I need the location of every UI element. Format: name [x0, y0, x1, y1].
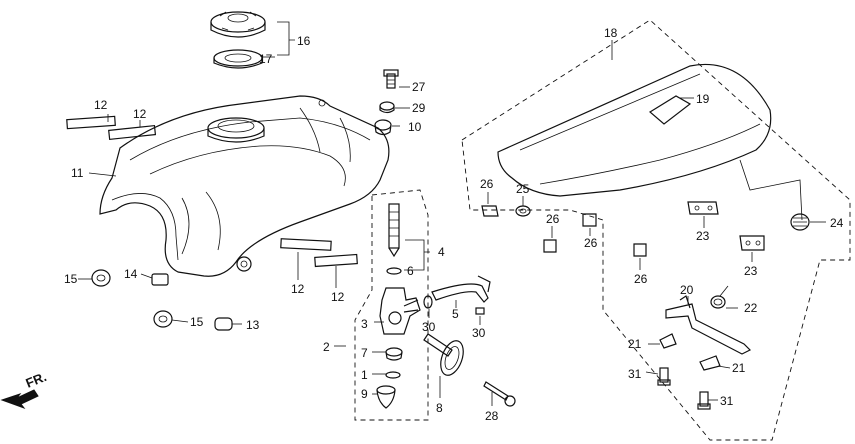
- callout-leader: [140, 273, 153, 279]
- seat-clip: [659, 333, 677, 349]
- tank-collar: [379, 101, 395, 114]
- catch-spring: [710, 285, 729, 309]
- seat-cushion: [790, 213, 810, 231]
- callout-12: 12: [291, 282, 305, 296]
- callout-12: 12: [94, 98, 108, 112]
- callout-4: 4: [438, 245, 445, 259]
- callout-1: 1: [361, 368, 368, 382]
- callout-29: 29: [412, 101, 426, 115]
- valve-knob: [423, 333, 464, 376]
- seat-bolt: [657, 367, 671, 386]
- callout-26: 26: [584, 236, 598, 250]
- bolt-28: [483, 381, 516, 407]
- callout-31: 31: [720, 394, 734, 408]
- callout-3: 3: [361, 317, 368, 331]
- tank-mark-strip: [314, 253, 358, 268]
- seat-hook: [739, 235, 765, 251]
- rubber-pad: [151, 273, 169, 286]
- valve-o-ring: [385, 347, 403, 361]
- seat-clip: [699, 355, 721, 371]
- callout-23: 23: [744, 264, 758, 278]
- callout-13: 13: [246, 318, 260, 332]
- callout-21: 21: [732, 361, 746, 375]
- callout-19: 19: [696, 92, 710, 106]
- sediment-cup: [376, 385, 396, 409]
- tank-mark-strip: [66, 115, 116, 130]
- callout-18: 18: [604, 26, 618, 40]
- callout-17: 17: [259, 52, 273, 66]
- seat-rubber: [582, 213, 597, 227]
- callout-14: 14: [124, 267, 138, 281]
- callout-7: 7: [361, 346, 368, 360]
- callout-8: 8: [436, 401, 443, 415]
- valve-group-outline: [354, 189, 429, 421]
- callout-26: 26: [480, 177, 494, 191]
- seat-rubber: [543, 239, 557, 253]
- callout-24: 24: [830, 216, 844, 230]
- fuel-strainer: [388, 203, 400, 258]
- callout-12: 12: [331, 290, 345, 304]
- seat-rubber: [481, 205, 499, 217]
- seat-rubber: [633, 243, 647, 257]
- fuel-tube: [431, 275, 491, 303]
- callout-23: 23: [696, 229, 710, 243]
- callout-25: 25: [516, 182, 530, 196]
- callout-11: 11: [71, 166, 84, 180]
- front-direction-label: FR.: [24, 369, 49, 391]
- callout-leader: [645, 371, 659, 375]
- tank-cushion: [153, 310, 173, 328]
- callout-12: 12: [133, 107, 147, 121]
- callout-15: 15: [190, 315, 204, 329]
- callout-5: 5: [452, 307, 459, 321]
- callout-leader: [739, 159, 803, 221]
- callout-16: 16: [297, 34, 311, 48]
- seat: [497, 63, 772, 197]
- cap-gasket: [213, 49, 263, 69]
- callout-26: 26: [634, 272, 648, 286]
- callout-10: 10: [408, 120, 422, 134]
- callout-2: 2: [323, 340, 330, 354]
- o-ring: [385, 371, 401, 379]
- callout-9: 9: [361, 387, 368, 401]
- seat-group-outline: [461, 19, 851, 441]
- seat-bolt: [697, 391, 711, 410]
- rubber-pad: [214, 317, 233, 331]
- callout-26: 26: [546, 212, 560, 226]
- callout-6: 6: [407, 264, 414, 278]
- callout-20: 20: [680, 283, 694, 297]
- tube-clip: [475, 307, 485, 315]
- front-direction-arrow-icon: [0, 389, 39, 410]
- callout-30: 30: [472, 326, 486, 340]
- tank-mark-strip: [108, 124, 157, 141]
- callout-leader: [717, 365, 731, 369]
- o-ring: [386, 267, 402, 275]
- seat-catch: [665, 295, 752, 355]
- seat-hook: [687, 201, 719, 215]
- callout-21: 21: [628, 337, 642, 351]
- fuel-tank: [99, 95, 390, 277]
- tank-cushion: [91, 269, 111, 287]
- callout-leader: [88, 172, 117, 177]
- callout-leader: [277, 21, 295, 56]
- tank-mount-bolt: [383, 69, 399, 89]
- callout-30: 30: [422, 320, 436, 334]
- callout-22: 22: [744, 301, 758, 315]
- fuel-valve-body: [379, 287, 421, 335]
- callout-31: 31: [628, 367, 642, 381]
- callout-27: 27: [412, 80, 426, 94]
- callout-15: 15: [64, 272, 78, 286]
- callout-28: 28: [485, 409, 499, 423]
- tube-clip: [423, 295, 433, 309]
- callout-leader: [171, 319, 189, 323]
- seat-rubber: [515, 205, 531, 217]
- tank-mark-strip: [280, 238, 332, 251]
- fuel-cap: [210, 11, 266, 38]
- callout-leader: [404, 239, 430, 271]
- tank-mount-rubber: [374, 119, 392, 136]
